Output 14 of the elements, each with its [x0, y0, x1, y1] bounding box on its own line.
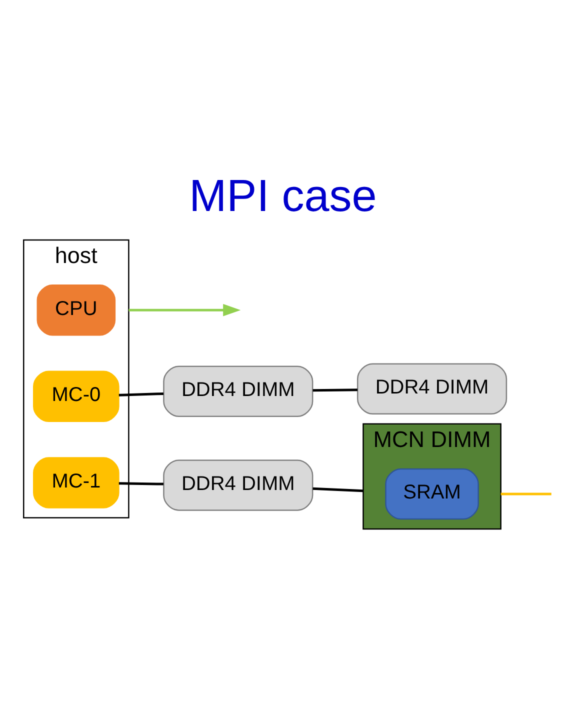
connector — [312, 388, 358, 392]
connector — [118, 482, 164, 486]
node-box: CPU — [36, 284, 116, 336]
connector — [118, 392, 164, 396]
node-box: MC-0 — [33, 370, 120, 422]
node-box: DDR4 DIMM — [163, 460, 314, 511]
node-box: DDR4 DIMM — [356, 363, 508, 415]
diagram-title: MPI case — [189, 170, 377, 222]
connector — [312, 487, 364, 492]
arrow — [128, 304, 241, 316]
node-box: DDR4 DIMM — [163, 366, 314, 418]
connector — [500, 492, 552, 496]
node-box: MC-1 — [33, 457, 120, 508]
node-box: SRAM — [385, 468, 479, 520]
